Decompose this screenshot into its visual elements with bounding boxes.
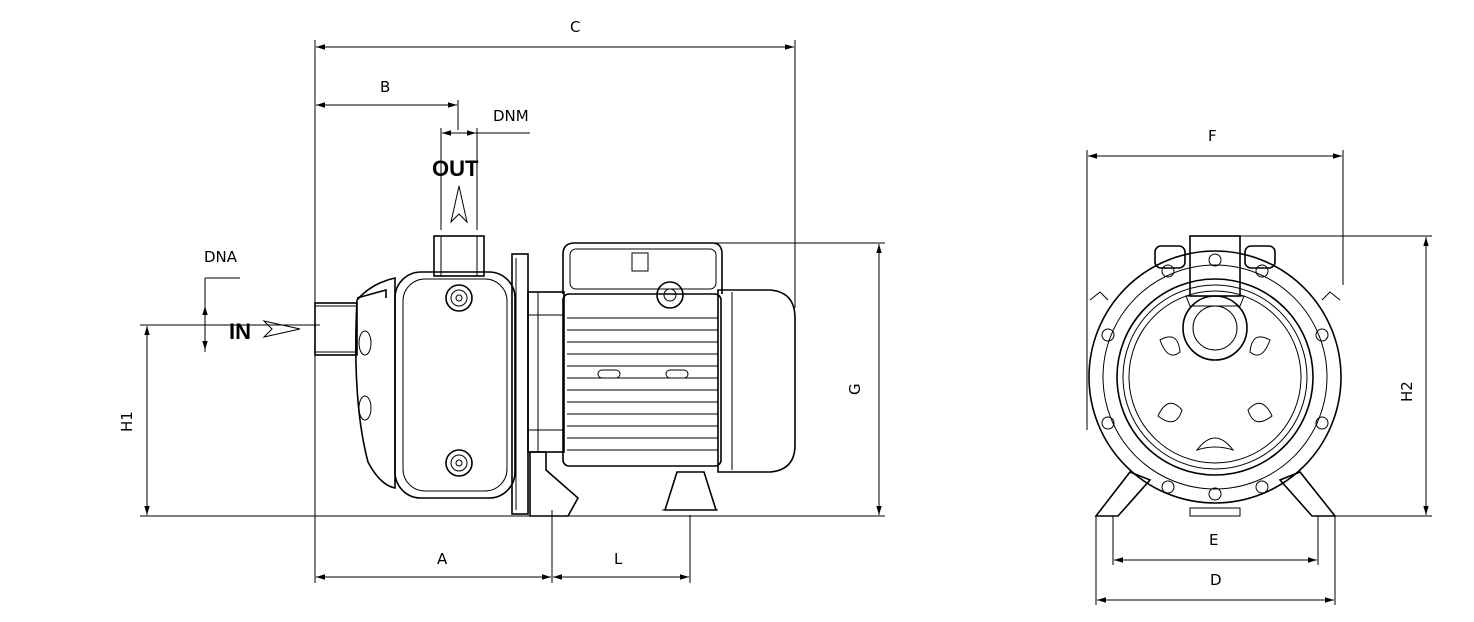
front-view: F H2 E D (1086, 127, 1432, 605)
dim-label-l: L (614, 550, 623, 568)
inlet-flow-arrow (262, 320, 301, 338)
front-extension-lines (1086, 150, 1432, 605)
dim-label-dna: DNA (204, 248, 238, 266)
inlet-label: IN (229, 319, 251, 344)
dim-label-e: E (1209, 531, 1218, 549)
dim-label-c: C (570, 18, 580, 36)
dim-label-b: B (380, 78, 390, 96)
outlet-flow-arrow (450, 185, 468, 224)
dim-label-d: D (1210, 571, 1222, 589)
dim-label-g: G (846, 383, 864, 395)
dim-label-a: A (437, 550, 448, 568)
dim-label-h1: H1 (118, 411, 136, 432)
dim-label-h2: H2 (1398, 381, 1416, 402)
outlet-label: OUT (432, 156, 479, 181)
side-view: C B DNM DNA G H1 A L OUT IN (118, 18, 885, 583)
pump-side-body (314, 235, 796, 517)
dim-label-f: F (1208, 127, 1217, 145)
dim-label-dnm: DNM (493, 107, 529, 125)
pump-front-body (1088, 235, 1342, 517)
side-dimension-lines (144, 44, 882, 580)
